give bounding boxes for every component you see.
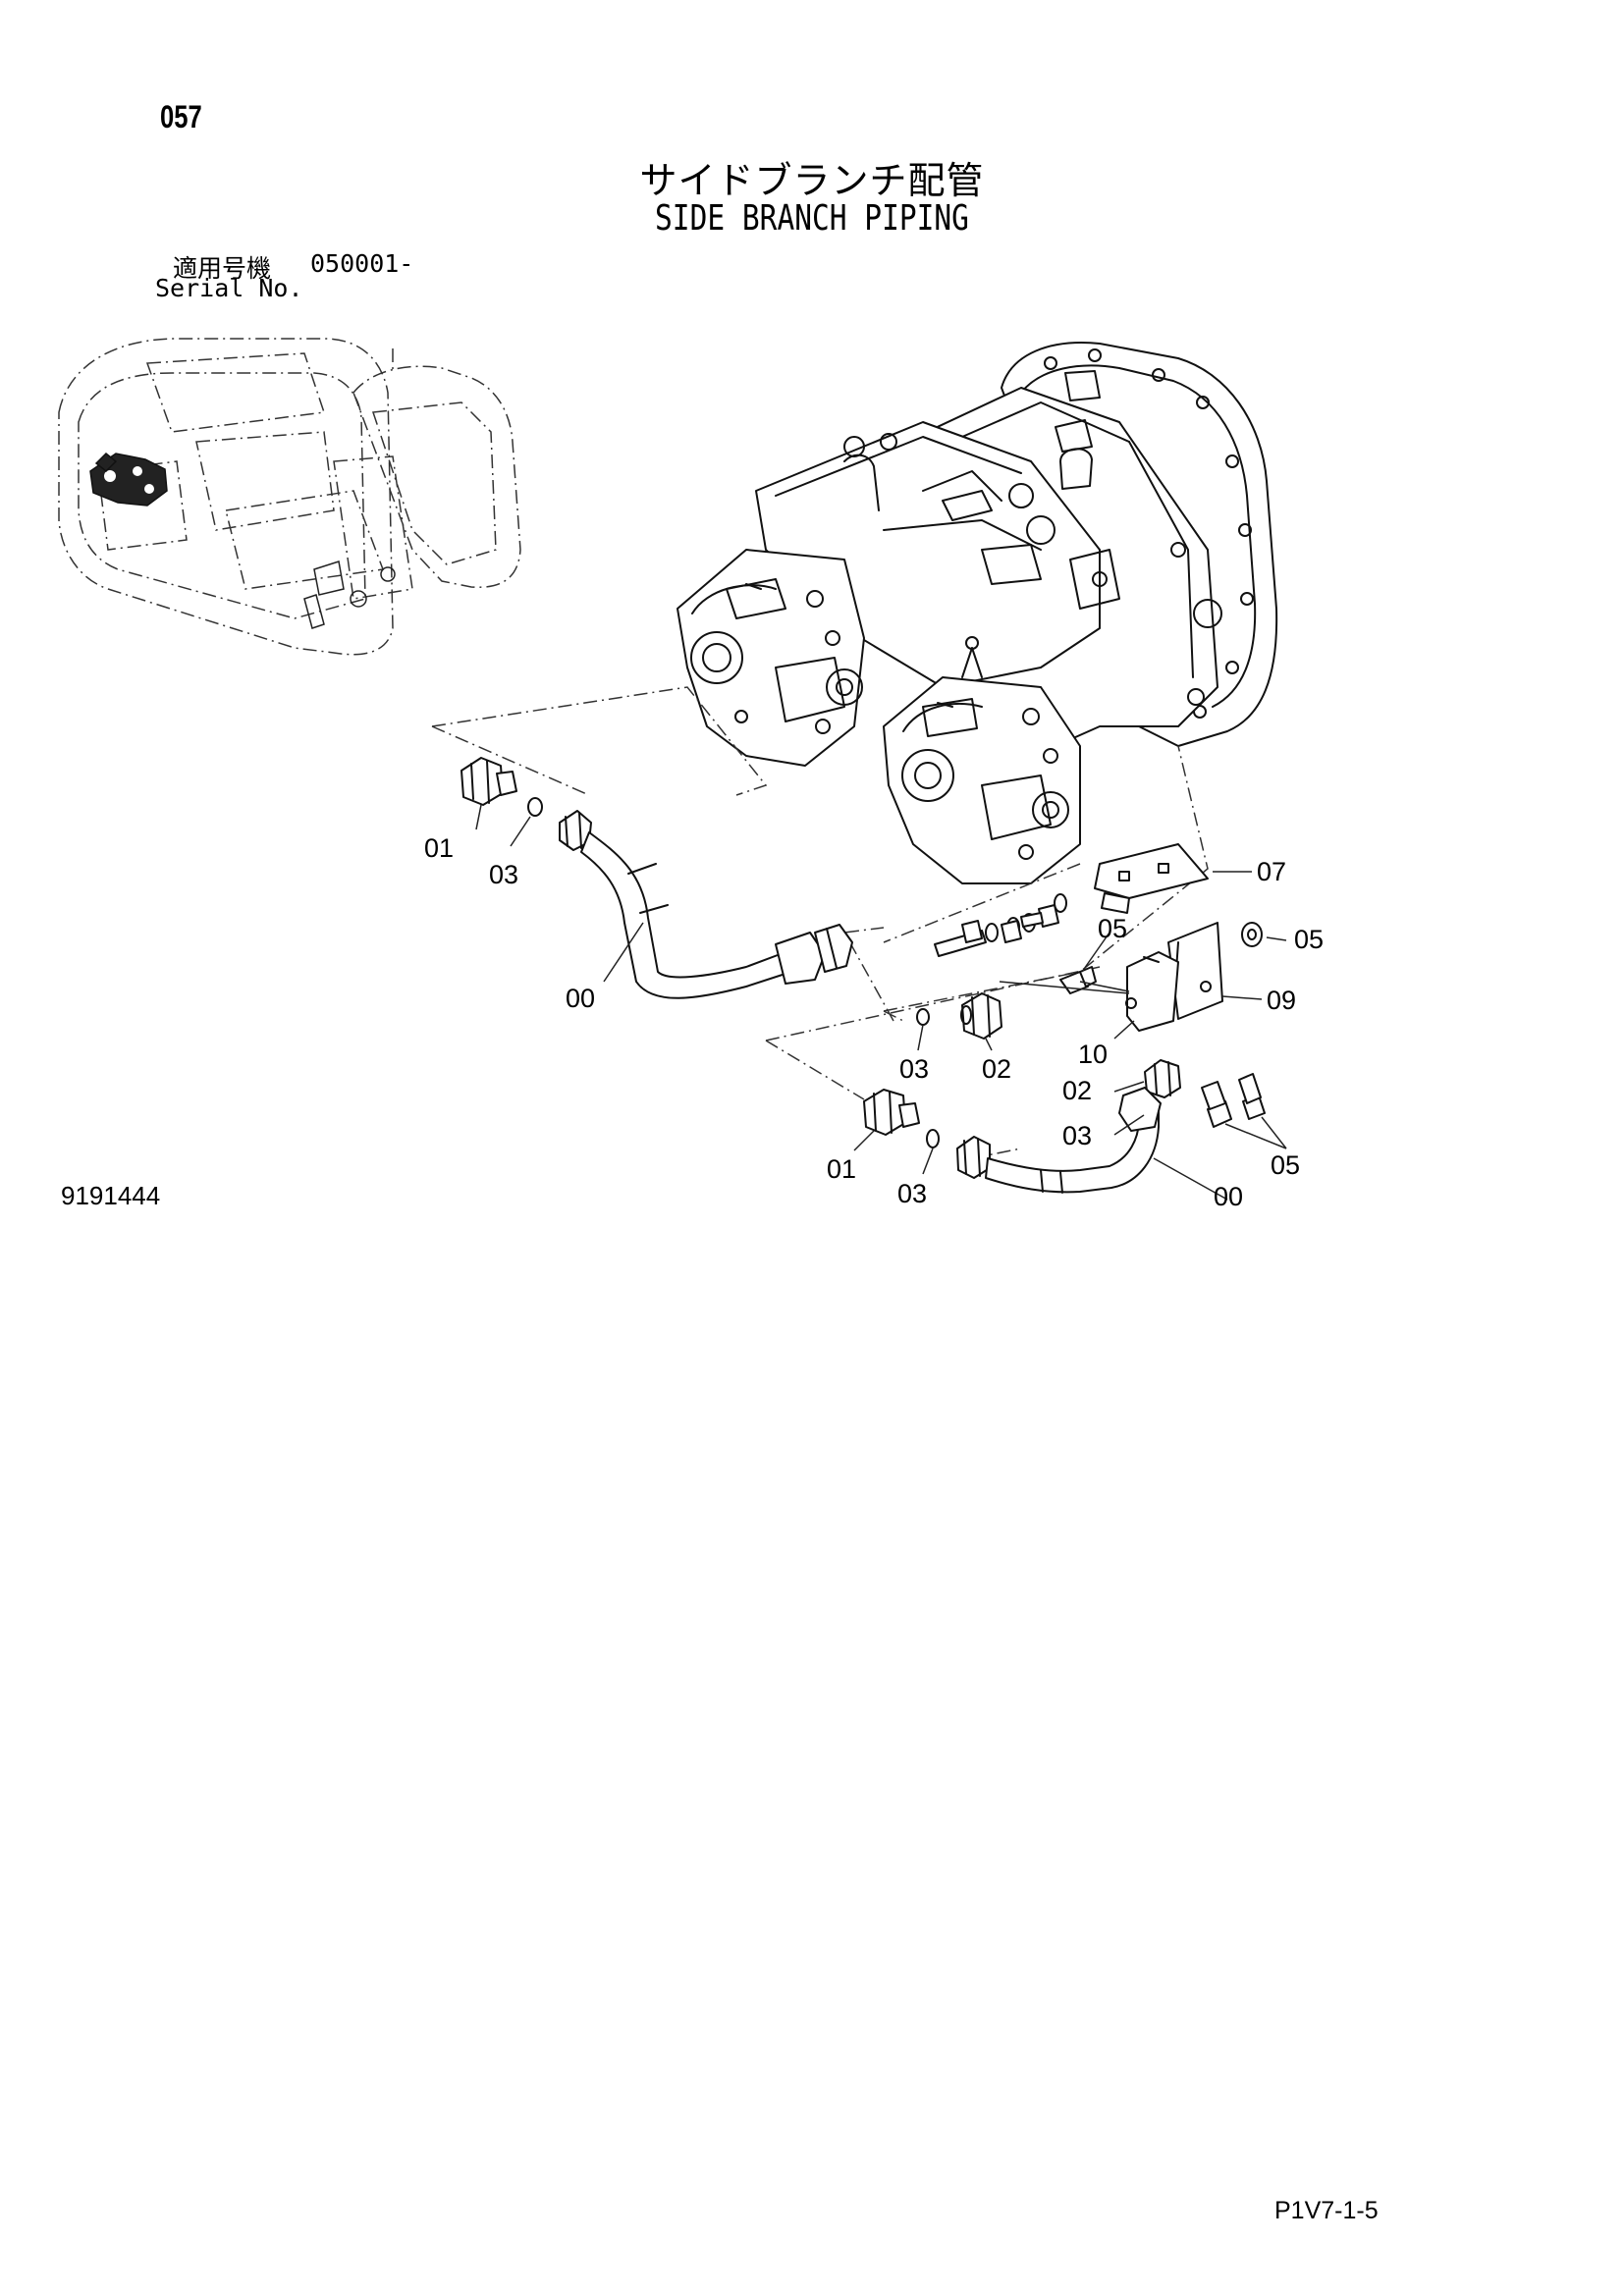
callout-01: 01 xyxy=(827,1154,856,1184)
o-ring-03-lower xyxy=(926,1129,940,1148)
callout-05: 05 xyxy=(1271,1150,1300,1180)
page-title-ja: サイドブランチ配管 xyxy=(639,159,985,202)
page-title-en: SIDE BRANCH PIPING xyxy=(655,198,969,239)
callout-07: 07 xyxy=(1257,857,1286,886)
fitting-02-middle xyxy=(960,992,1002,1040)
parts-diagram: 01 03 00 07 05 05 09 10 03 02 02 03 05 0… xyxy=(58,338,1324,1211)
callout-02: 02 xyxy=(982,1054,1011,1084)
fitting-01-upper xyxy=(460,757,517,806)
callout-09: 09 xyxy=(1267,986,1296,1015)
callout-00: 00 xyxy=(1214,1182,1243,1211)
callout-03: 03 xyxy=(1062,1121,1092,1150)
fitting-01-lower xyxy=(863,1089,920,1136)
exploded-parts xyxy=(460,757,1266,1194)
drawing-number: 9191444 xyxy=(61,1181,161,1210)
bracket-10 xyxy=(1125,951,1179,1032)
o-ring-03-middle xyxy=(916,1008,930,1026)
callout-10: 10 xyxy=(1078,1040,1108,1069)
hose-00-lower xyxy=(956,1087,1162,1194)
main-pump-assembly xyxy=(677,342,1278,884)
callout-labels: 01 03 00 07 05 05 09 10 03 02 02 03 05 0… xyxy=(424,833,1324,1211)
sheet-code: P1V7-1-5 xyxy=(1274,2197,1379,2224)
callout-05: 05 xyxy=(1294,925,1324,954)
page-number: 057 xyxy=(160,99,202,134)
highlighted-pump-icon xyxy=(89,452,168,507)
serial-label-ja: 適用号機 xyxy=(173,254,272,283)
machine-locator-sketch xyxy=(58,338,521,656)
callout-00: 00 xyxy=(566,984,595,1013)
bolts-05-group xyxy=(934,893,1266,1128)
bracket-07 xyxy=(1094,843,1209,914)
callout-02: 02 xyxy=(1062,1076,1092,1105)
serial-value: 050001- xyxy=(310,249,414,278)
callout-01: 01 xyxy=(424,833,454,863)
serial-label-en: Serial No. xyxy=(155,274,303,302)
o-ring-03-upper xyxy=(527,797,543,817)
callout-03: 03 xyxy=(489,860,518,889)
callout-03: 03 xyxy=(897,1179,927,1208)
callout-leaders xyxy=(475,804,1287,1201)
hose-00-upper xyxy=(559,810,853,999)
callout-03: 03 xyxy=(899,1054,929,1084)
callout-05: 05 xyxy=(1098,914,1127,943)
